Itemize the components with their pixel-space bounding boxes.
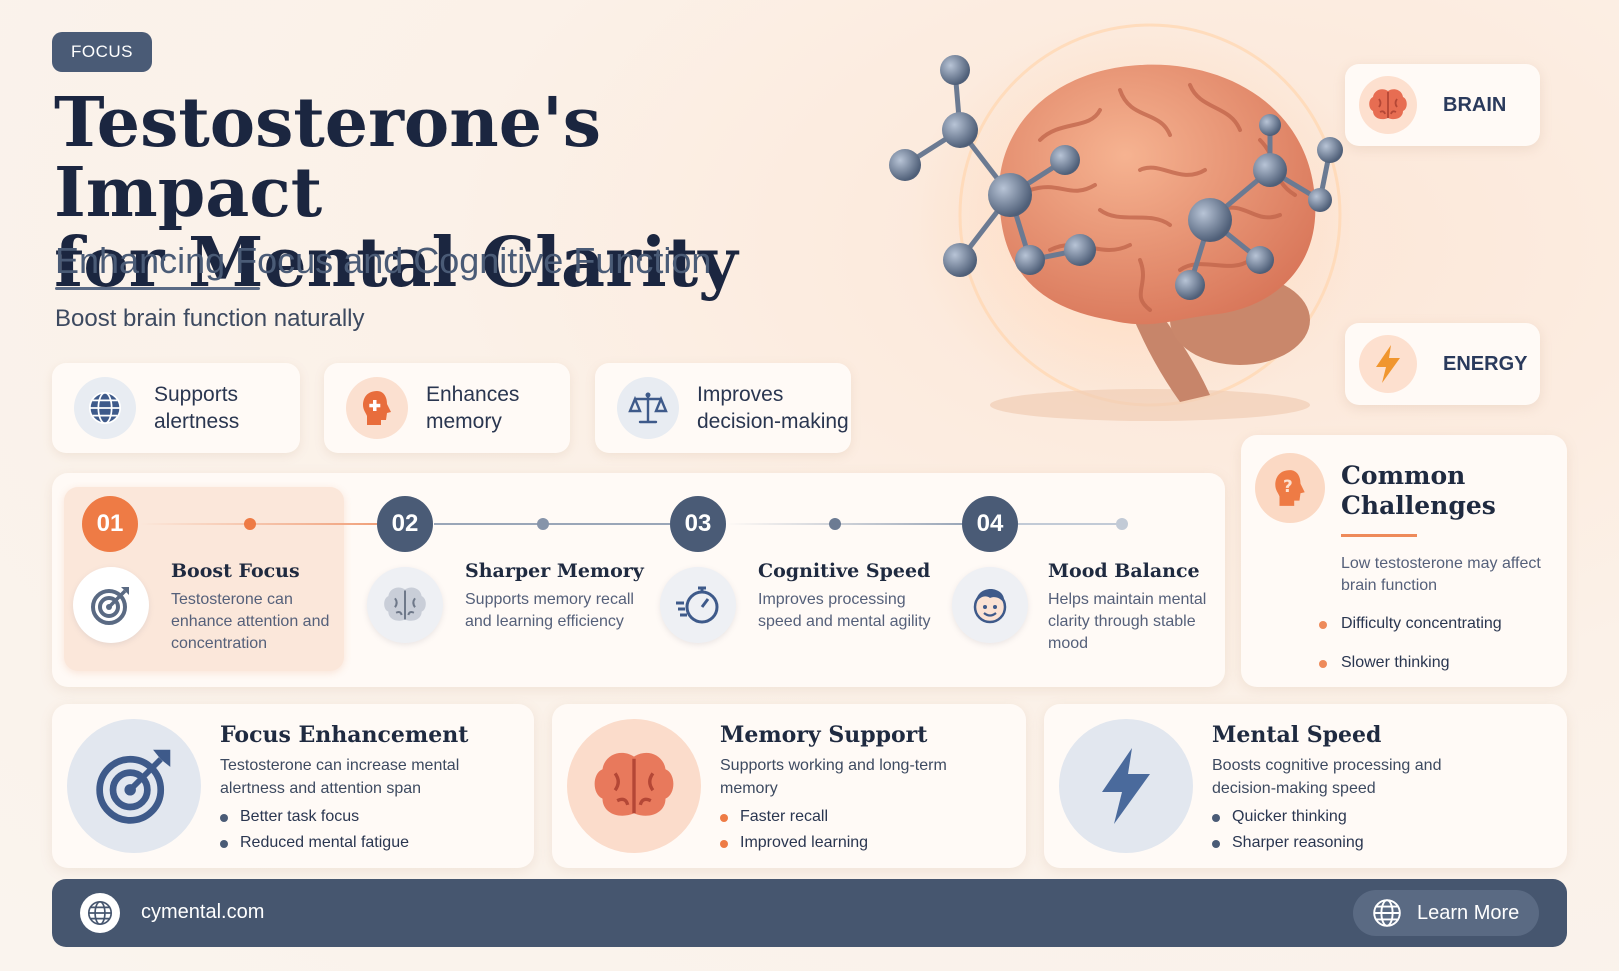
globe-icon	[1373, 899, 1401, 927]
card-bullet: Sharper reasoning	[1212, 834, 1364, 851]
card-desc: Supports working and long-term memory	[720, 757, 947, 797]
card-focus-enhancement: Focus Enhancement Testosterone can incre…	[52, 704, 534, 868]
challenge-item: Difficulty concentrating	[1319, 615, 1502, 632]
scale-icon	[617, 377, 679, 439]
challenges-title-line-2: Challenges	[1341, 491, 1496, 520]
badge-energy: ENERGY	[1345, 323, 1540, 405]
step-dot	[537, 518, 549, 530]
brain-icon	[567, 719, 701, 853]
badge-brain-label: BRAIN	[1443, 93, 1507, 116]
chip-line-1: Improves	[697, 383, 784, 406]
badge-brain: BRAIN	[1345, 64, 1540, 146]
chip-label: Enhances memory	[426, 381, 570, 435]
title-line-2: for Mental Clarity	[54, 223, 738, 303]
learn-more-label: Learn More	[1417, 901, 1520, 924]
chip-line-1: Enhances	[426, 383, 520, 406]
page-subtitle: Enhancing Focus and Cognitive Function	[55, 240, 712, 281]
card-title: Mental Speed	[1212, 722, 1382, 748]
chip-line-2: memory	[426, 410, 502, 433]
svg-text:?: ?	[1283, 476, 1293, 496]
step-connector	[1018, 523, 1120, 525]
title-line-1: Testosterone's Impact	[54, 83, 602, 233]
focus-tag: FOCUS	[52, 32, 152, 72]
brain-icon	[367, 567, 443, 643]
step-desc: Helps maintain mental clarity through st…	[1048, 591, 1207, 652]
step-dot	[1116, 518, 1128, 530]
challenge-item: Slower thinking	[1319, 654, 1450, 671]
step-title: Mood Balance	[1048, 560, 1200, 582]
card-bullet: Better task focus	[219, 808, 360, 825]
challenges-desc: Low testosterone may affect brain functi…	[1341, 555, 1541, 594]
card-bullet: Faster recall	[719, 808, 829, 825]
chip-label: Improves decision-making	[697, 381, 851, 435]
step-number-03: 03	[670, 496, 726, 552]
stopwatch-icon	[660, 567, 736, 643]
card-bullet: Quicker thinking	[1212, 808, 1347, 825]
lightning-icon	[1059, 719, 1193, 853]
challenges-rule	[1341, 534, 1417, 537]
step-connector	[726, 523, 962, 525]
card-desc: Testosterone can increase mental alertne…	[220, 757, 460, 797]
chip-line-2: alertness	[154, 410, 240, 433]
step-dot	[244, 518, 256, 530]
page-title: Testosterone's Impact for Mental Clarity	[54, 88, 834, 298]
target-icon	[73, 567, 149, 643]
chip-label: Supports alertness	[154, 381, 300, 435]
step-desc: Supports memory recall and learning effi…	[465, 591, 634, 630]
lightning-icon	[1359, 335, 1417, 393]
step-dot	[829, 518, 841, 530]
brain-icon	[1359, 76, 1417, 134]
card-desc: Boosts cognitive processing and decision…	[1212, 757, 1442, 797]
step-desc: Improves processing speed and mental agi…	[758, 591, 931, 630]
question-head-icon: ?	[1255, 453, 1325, 523]
step-title: Boost Focus	[171, 560, 300, 582]
step-desc: Testosterone can enhance attention and c…	[171, 591, 330, 652]
card-memory-support: Memory Support Supports working and long…	[552, 704, 1026, 868]
chip-line-1: Supports	[154, 383, 239, 406]
chip-decision: Improves decision-making	[595, 363, 851, 453]
step-number-02: 02	[377, 496, 433, 552]
card-bullet: Improved learning	[719, 834, 869, 851]
tagline: Boost brain function naturally	[55, 305, 365, 332]
footer-bar: cymental.com Learn More	[52, 879, 1567, 947]
badge-energy-label: ENERGY	[1443, 352, 1528, 375]
globe-icon	[80, 893, 120, 933]
chip-alertness: Supports alertness	[52, 363, 300, 453]
step-connector	[140, 523, 377, 525]
challenges-title-line-1: Common	[1341, 461, 1466, 490]
step-title: Sharper Memory	[465, 560, 644, 582]
subtitle-underline	[55, 287, 260, 290]
card-bullet: Reduced mental fatigue	[220, 834, 409, 851]
step-connector	[434, 523, 670, 525]
head-plus-icon	[346, 377, 408, 439]
learn-more-button[interactable]: Learn More	[1353, 890, 1539, 936]
website-link[interactable]: cymental.com	[141, 901, 265, 923]
card-title: Memory Support	[720, 722, 928, 748]
card-title: Focus Enhancement	[220, 722, 469, 748]
step-title: Cognitive Speed	[758, 560, 931, 582]
chip-memory: Enhances memory	[324, 363, 570, 453]
target-arrow-icon	[67, 719, 201, 853]
card-mental-speed: Mental Speed Boosts cognitive processing…	[1044, 704, 1567, 868]
chip-line-2: decision-making	[697, 410, 849, 433]
globe-icon	[74, 377, 136, 439]
brain-molecule-illustration	[889, 20, 1350, 421]
step-number-04: 04	[962, 496, 1018, 552]
smiley-face-icon	[952, 567, 1028, 643]
step-number-01: 01	[82, 496, 138, 552]
